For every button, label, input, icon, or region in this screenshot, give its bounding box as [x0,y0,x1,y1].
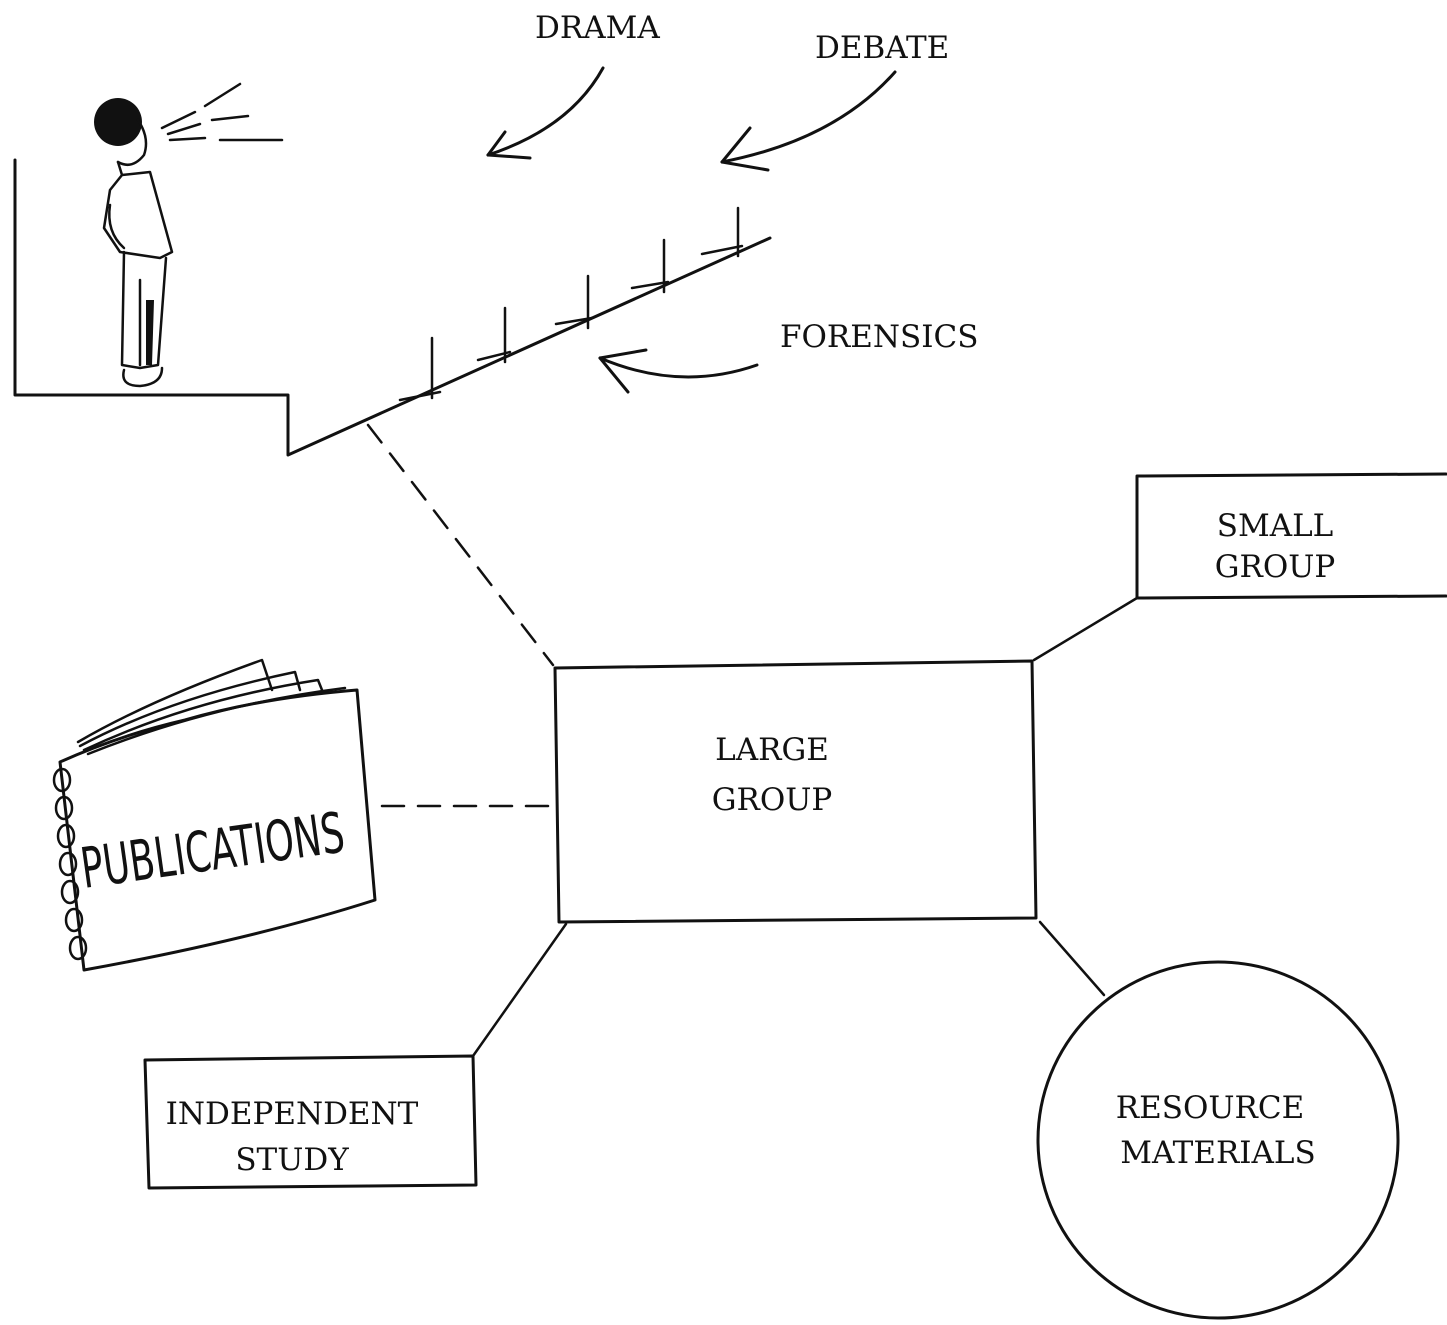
connector-stairs-large-group [366,423,555,667]
large-group-line-1: LARGE [715,732,829,768]
node-resource-materials: RESOURCE MATERIALS [1036,960,1400,1320]
staircase-icon [13,158,772,457]
node-large-group: LARGE GROUP [553,659,1038,924]
connector-large-independent [471,922,568,1058]
connector-large-resource [1038,920,1106,997]
connector-large-small-group [1032,596,1139,662]
small-group-line-2: GROUP [1215,549,1336,585]
arrow-drama [486,66,605,160]
independent-study-line-1: INDEPENDENT [166,1096,419,1132]
node-independent-study: INDEPENDENT STUDY [143,1054,478,1190]
label-drama: DRAMA [535,10,660,46]
label-debate: DEBATE [815,30,949,66]
independent-study-line-2: STUDY [235,1142,349,1178]
spiral-notebook-icon: PUBLICATIONS [52,658,377,972]
resource-line-1: RESOURCE [1116,1090,1304,1126]
resource-line-2: MATERIALS [1120,1135,1316,1171]
node-small-group: SMALL GROUP [1135,472,1447,600]
small-group-line-1: SMALL [1217,508,1334,544]
label-forensics: FORENSICS [780,319,978,355]
large-group-line-2: GROUP [712,782,833,818]
arrow-debate [720,70,897,172]
student-speaking-icon [94,82,284,388]
publications-cover-text: PUBLICATIONS [77,801,348,902]
arrow-forensics [598,348,759,394]
